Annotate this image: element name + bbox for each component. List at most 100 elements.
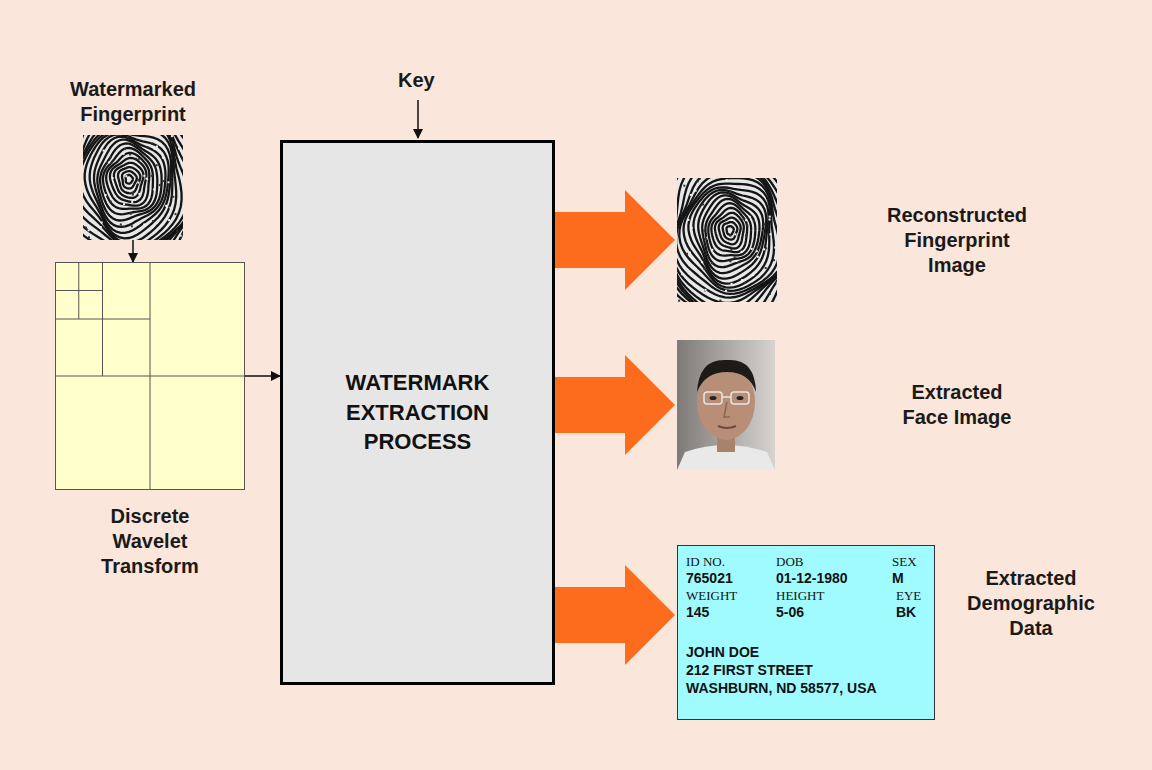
subband-line	[55, 376, 245, 377]
field-value: JOHN DOE	[686, 644, 759, 660]
print-speck	[691, 227, 693, 229]
ridge-line	[83, 135, 183, 240]
print-speck	[138, 158, 140, 160]
ridge-line	[83, 135, 183, 240]
print-speck	[103, 150, 105, 152]
ridge-line	[118, 167, 140, 193]
print-speck	[162, 157, 164, 159]
glasses-lens	[704, 392, 722, 404]
print-speck	[770, 233, 772, 235]
print-speck	[687, 219, 689, 221]
ridge-line	[83, 135, 183, 240]
print-speck	[156, 146, 158, 148]
ridge-line	[677, 178, 777, 302]
print-speck	[125, 175, 127, 177]
print-speck	[131, 192, 133, 194]
print-speck	[763, 248, 765, 250]
print-speck	[686, 253, 688, 255]
ridge-line	[677, 178, 777, 294]
print-speck	[108, 161, 110, 163]
ridge-line	[677, 178, 777, 302]
ridge-line	[677, 178, 777, 302]
glasses-lens	[731, 392, 749, 404]
key-arrow	[417, 100, 419, 138]
print-speck	[729, 235, 731, 237]
ridge-line	[677, 178, 777, 302]
eye	[710, 396, 717, 400]
ridge-line	[677, 178, 777, 302]
print-speck	[123, 203, 125, 205]
print-speck	[114, 195, 116, 197]
print-speck	[171, 142, 173, 144]
print-speck	[699, 178, 701, 180]
print-speck	[773, 259, 775, 261]
print-speck	[131, 225, 133, 227]
ridge-line	[114, 163, 144, 198]
field-name: DOB	[776, 554, 803, 570]
print-speck	[85, 227, 87, 229]
print-speck	[736, 260, 738, 262]
ridge-line	[727, 226, 734, 235]
print-speck	[182, 233, 183, 235]
ridge-line	[677, 178, 777, 302]
image-caption: Extracted Demographic Data	[951, 566, 1111, 641]
ridge-line	[83, 135, 183, 240]
output-arrow	[555, 565, 675, 665]
print-speck	[132, 194, 134, 196]
print-speck	[719, 300, 721, 302]
fingerprint-image	[83, 135, 183, 240]
ridge-line	[702, 195, 759, 267]
ridge-line	[677, 178, 777, 302]
print-speck	[143, 224, 145, 226]
field-name: ID NO.	[686, 554, 725, 570]
field-name: HEIGHT	[776, 588, 824, 604]
print-speck	[746, 225, 748, 227]
face-image	[677, 340, 775, 470]
print-speck	[165, 205, 167, 207]
ridge-line	[83, 135, 176, 240]
print-speck	[745, 234, 747, 236]
image-node: Reconstructed Fingerprint Image	[677, 178, 777, 302]
print-speck	[131, 201, 133, 203]
print-speck	[180, 235, 182, 237]
ridge-line	[715, 213, 744, 249]
print-speck	[749, 216, 751, 218]
print-speck	[706, 237, 708, 239]
print-speck	[702, 204, 704, 206]
print-speck	[168, 219, 170, 221]
print-speck	[151, 175, 153, 177]
ridge-line	[83, 135, 183, 240]
print-speck	[146, 178, 148, 180]
flow-arrow	[132, 240, 134, 262]
print-speck	[172, 196, 174, 198]
ridge-group	[83, 135, 183, 240]
field-value: 145	[686, 604, 709, 620]
print-speck	[100, 226, 102, 228]
field-name: WEIGHT	[686, 588, 737, 604]
flow-arrow	[245, 375, 280, 377]
ridge-line	[677, 178, 777, 302]
print-speck	[703, 230, 705, 232]
subband-line	[55, 290, 103, 291]
ridge-line	[677, 178, 777, 302]
print-speck	[751, 248, 753, 250]
print-speck	[763, 223, 765, 225]
print-speck	[731, 283, 733, 285]
print-speck	[178, 148, 180, 150]
print-speck	[120, 224, 122, 226]
print-speck	[153, 189, 155, 191]
ridge-line	[97, 140, 161, 221]
ridge-line	[723, 222, 738, 240]
print-speck	[741, 251, 743, 253]
print-speck	[156, 164, 158, 166]
print-speck	[112, 177, 114, 179]
ridge-line	[83, 135, 183, 240]
eye	[737, 396, 744, 400]
print-speck	[711, 262, 713, 264]
print-speck	[698, 207, 700, 209]
ridge-group	[677, 178, 777, 302]
print-speck	[162, 180, 164, 182]
print-speck	[690, 194, 692, 196]
subband-line	[55, 319, 150, 320]
